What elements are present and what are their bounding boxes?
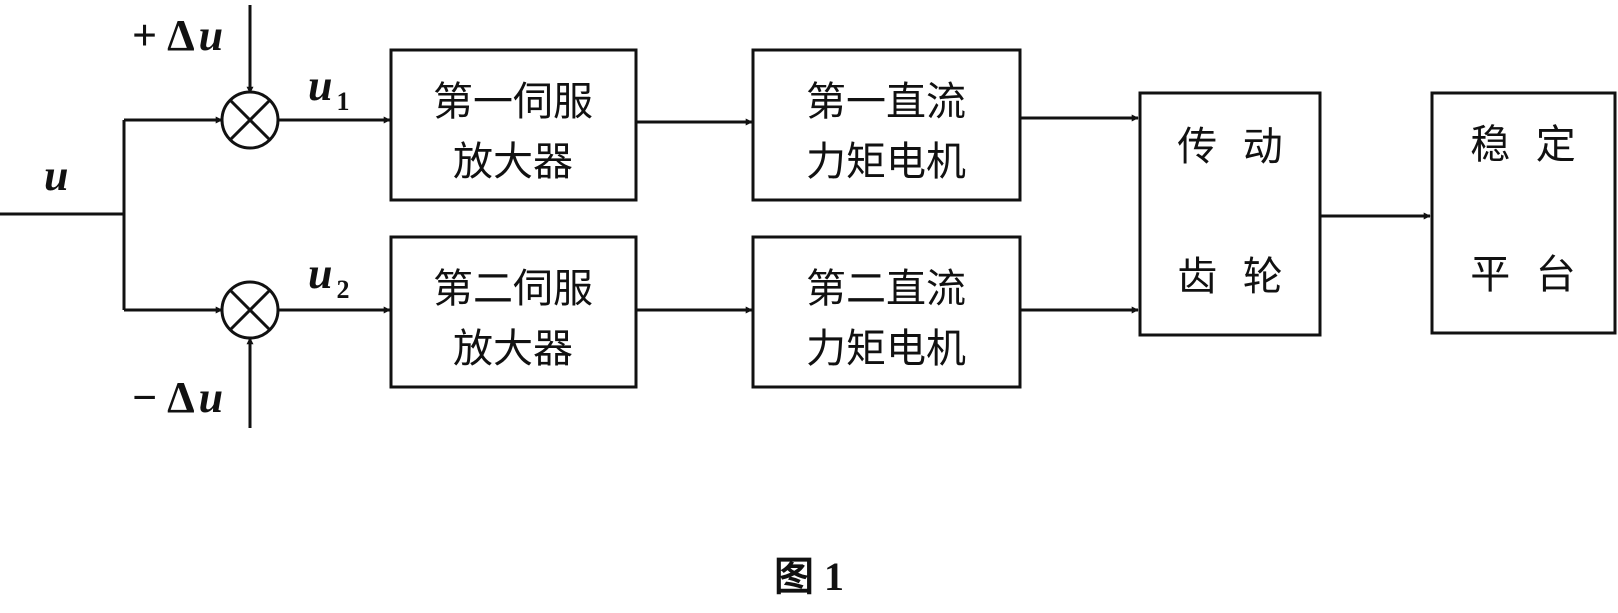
motor2-line1: 第二直流 bbox=[806, 266, 966, 312]
servo-amplifier-2: 第二伺服 放大器 bbox=[389, 235, 638, 389]
stable-platform: 稳 定 平 台 bbox=[1430, 91, 1617, 335]
servo2-line1: 第二伺服 bbox=[433, 266, 593, 312]
u2-subscript: 2 bbox=[336, 275, 349, 304]
platform-line2: 平 台 bbox=[1470, 252, 1575, 298]
top-bias-var: u bbox=[199, 11, 223, 60]
motor2-line2: 力矩电机 bbox=[806, 326, 966, 372]
gear-line2: 齿 轮 bbox=[1177, 254, 1282, 300]
bottom-bias-var: u bbox=[199, 373, 223, 422]
platform-line1: 稳 定 bbox=[1470, 122, 1575, 168]
dc-torque-motor-2: 第二直流 力矩电机 bbox=[751, 235, 1022, 389]
u2-var: u bbox=[308, 249, 332, 298]
u1-var: u bbox=[308, 61, 332, 110]
top-bias-sign: + bbox=[132, 11, 157, 60]
top-bias-delta: Δ bbox=[167, 11, 195, 60]
u1-subscript: 1 bbox=[336, 87, 349, 116]
bottom-bias-delta: Δ bbox=[167, 373, 195, 422]
bottom-bias-sign: − bbox=[132, 373, 157, 422]
transmission-gear: 传 动 齿 轮 bbox=[1138, 91, 1322, 337]
motor1-line2: 力矩电机 bbox=[806, 139, 966, 185]
top-bias-label: + Δ u bbox=[132, 11, 223, 60]
servo1-line1: 第一伺服 bbox=[433, 79, 593, 125]
summing-junction-1 bbox=[220, 90, 280, 150]
u2-label: u 2 bbox=[308, 249, 349, 304]
u1-label: u 1 bbox=[308, 61, 349, 116]
gear-line1: 传 动 bbox=[1177, 124, 1282, 170]
motor1-line1: 第一直流 bbox=[806, 79, 966, 125]
servo-amplifier-1: 第一伺服 放大器 bbox=[389, 48, 638, 202]
dc-torque-motor-1: 第一直流 力矩电机 bbox=[751, 48, 1022, 202]
input-label: u bbox=[44, 151, 68, 200]
servo2-line2: 放大器 bbox=[453, 326, 573, 372]
summing-junction-2 bbox=[220, 280, 280, 340]
figure-caption: 图 1 bbox=[774, 554, 844, 599]
servo1-line2: 放大器 bbox=[453, 139, 573, 185]
bottom-bias-label: − Δ u bbox=[132, 373, 223, 422]
